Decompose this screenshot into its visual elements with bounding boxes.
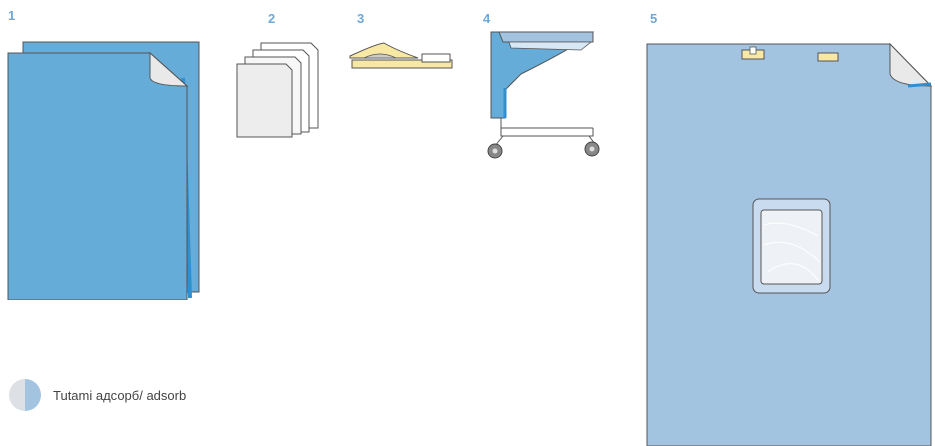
cover-top bbox=[499, 32, 593, 42]
item-number-5: 5 bbox=[650, 11, 657, 26]
half-circle-icon bbox=[8, 378, 42, 412]
tape-tab bbox=[818, 53, 838, 61]
adhesive-tape-illustration bbox=[346, 40, 456, 72]
folded-corner bbox=[890, 44, 931, 86]
tape-strip bbox=[422, 54, 450, 62]
drape-illustration bbox=[5, 38, 205, 300]
legend: Tutami адсорб/ adsorb bbox=[8, 378, 186, 412]
window-drape-illustration bbox=[646, 40, 932, 446]
legend-label: Tutami адсорб/ adsorb bbox=[53, 388, 186, 403]
item-number-3: 3 bbox=[357, 11, 364, 26]
item-number-2: 2 bbox=[268, 11, 275, 26]
drape-edge bbox=[908, 84, 931, 86]
item-number-4: 4 bbox=[483, 11, 490, 26]
table-frame bbox=[495, 118, 595, 146]
item-number-1: 1 bbox=[8, 8, 15, 23]
front-sheet bbox=[8, 53, 187, 300]
tape-tab-release bbox=[750, 47, 756, 54]
paper-towels-illustration bbox=[236, 42, 322, 138]
window-film bbox=[761, 210, 822, 284]
wheel-hub bbox=[493, 149, 498, 154]
table-cover-illustration bbox=[481, 28, 611, 164]
wheel-hub bbox=[590, 147, 595, 152]
towel-sheet bbox=[237, 64, 292, 137]
